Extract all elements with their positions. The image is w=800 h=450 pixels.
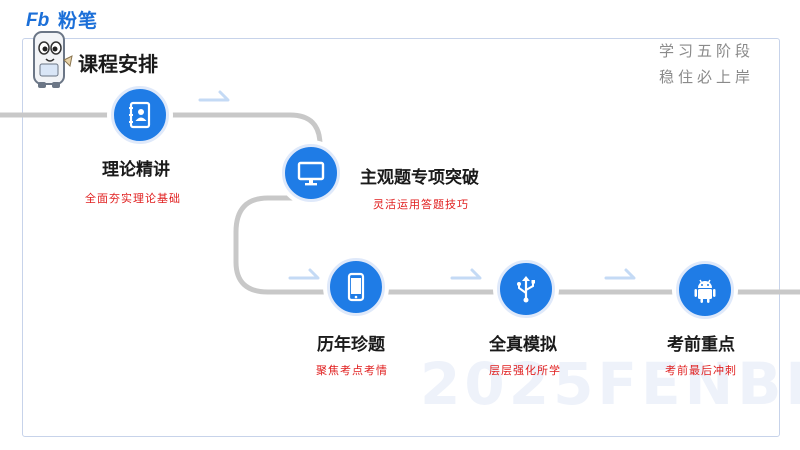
stage-mock-icon-badge <box>497 260 555 318</box>
monitor-icon <box>297 161 325 186</box>
fenbi-logo-icon: Fb <box>26 10 50 29</box>
stage-past-papers-title: 历年珍题 <box>317 335 385 355</box>
flow-arrow <box>604 268 636 280</box>
svg-text:Fb: Fb <box>26 10 50 29</box>
stage-mock-title: 全真模拟 <box>489 335 557 355</box>
page-title: 课程安排 <box>78 52 158 76</box>
stage-key-points-icon-badge <box>676 261 734 319</box>
stage-key-points-subtitle: 考前最后冲刺 <box>665 364 737 377</box>
usb-icon <box>517 276 535 303</box>
flow-arrow <box>198 90 230 102</box>
stage-theory-subtitle: 全面夯实理论基础 <box>85 192 181 205</box>
stage-theory-title: 理论精讲 <box>102 160 170 180</box>
brand-logo: Fb 粉笔 <box>26 6 98 32</box>
slogan: 学习五阶段 稳住必上岸 <box>659 38 754 90</box>
chalk-mascot-icon <box>33 31 73 88</box>
flow-arrow <box>288 268 320 280</box>
stage-past-papers-icon-badge <box>327 258 385 316</box>
slogan-line-1: 学习五阶段 <box>658 42 754 60</box>
contacts-book-icon <box>129 101 151 129</box>
stage-subjective-title: 主观题专项突破 <box>360 168 479 188</box>
stage-past-papers-subtitle: 聚焦考点考情 <box>316 364 388 377</box>
stage-mock-subtitle: 层层强化所学 <box>489 364 561 377</box>
slogan-line-2: 稳住必上岸 <box>658 68 754 86</box>
flow-arrow <box>450 268 482 280</box>
smartphone-icon <box>347 272 365 302</box>
stage-theory-icon-badge <box>111 86 169 144</box>
stage-subjective-icon-badge <box>282 144 340 202</box>
stage-subjective-subtitle: 灵活运用答题技巧 <box>373 198 469 211</box>
android-icon <box>694 279 716 303</box>
watermark: 2025FENBI <box>420 350 800 418</box>
stage-key-points-title: 考前重点 <box>667 335 735 355</box>
track-path <box>0 112 800 295</box>
brand-name: 粉笔 <box>58 9 99 32</box>
